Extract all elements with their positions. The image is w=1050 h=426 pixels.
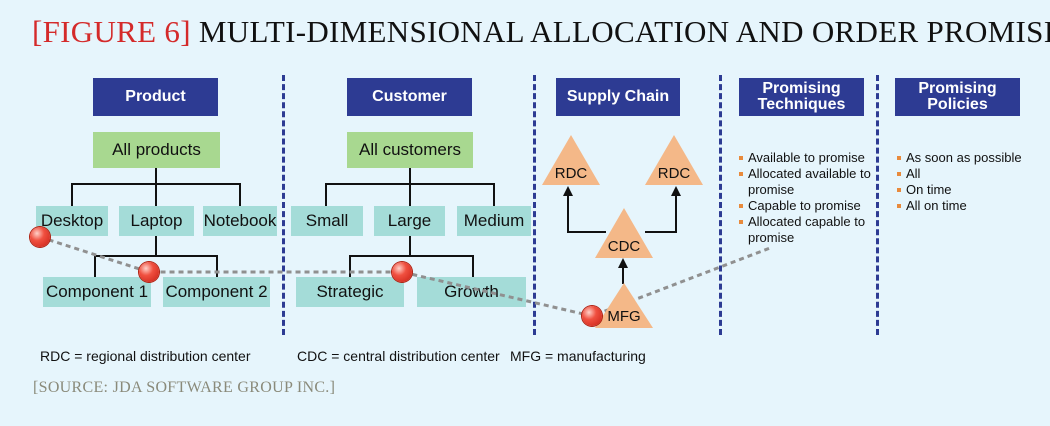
policies-list: As soon as possible All On time All on t… [897,150,1037,214]
tree-connector [71,183,73,206]
tree-connector [155,168,157,184]
policy-item: On time [897,182,1037,198]
arrow-cdc-to-rdc-right [645,186,681,233]
policy-item: All on time [897,198,1037,214]
source-credit: [SOURCE: JDA SOFTWARE GROUP INC.] [33,379,336,396]
node-growth: Growth [417,277,526,307]
node-desktop: Desktop [36,206,108,236]
header-promising-techniques: Promising Techniques [739,78,864,116]
node-small: Small [291,206,363,236]
node-strategic: Strategic [296,277,404,307]
arrow-cdc-to-rdc-left [563,186,606,233]
tree-connector [472,255,474,277]
allocation-path [39,235,771,318]
node-all-products: All products [93,132,220,168]
tree-connector [349,255,351,277]
tree-connector [239,183,241,206]
header-promising-policies: Promising Policies [895,78,1020,116]
node-large: Large [374,206,445,236]
technique-item: Available to promise [739,150,874,166]
tree-connector [493,183,495,206]
node-component-2: Component 2 [163,277,270,307]
node-all-customers: All customers [347,132,473,168]
tree-connector [94,255,96,277]
tree-connector [155,183,157,206]
tree-connector [94,255,218,257]
techniques-list: Available to promise Allocated available… [739,150,874,246]
column-divider [876,75,879,335]
node-component-1: Component 1 [43,277,151,307]
legend-rdc: RDC = regional distribution center [40,348,251,364]
header-supply-chain: Supply Chain [556,78,680,116]
header-customer: Customer [347,78,472,116]
figure-title-text: MULTI-DIMENSIONAL ALLOCATION AND ORDER P… [198,14,1050,49]
allocation-marker [30,227,50,247]
tree-connector [325,183,327,206]
technique-item: Allocated available to promise [739,166,874,198]
allocation-marker [582,306,602,326]
node-laptop: Laptop [119,206,194,236]
policy-item: All [897,166,1037,182]
technique-item: Capable to promise [739,198,874,214]
column-divider [533,75,536,335]
node-medium: Medium [457,206,531,236]
column-divider [282,75,285,335]
figure-title: [FIGURE 6] MULTI-DIMENSIONAL ALLOCATION … [32,14,1050,50]
legend-mfg: MFG = manufacturing [510,348,646,364]
tree-connector [409,168,411,184]
tree-connector [409,183,411,206]
tree-connector [409,236,411,256]
tree-connector [216,255,218,277]
tree-connector [349,255,474,257]
tree-connector [155,236,157,256]
node-notebook: Notebook [203,206,277,236]
policy-item: As soon as possible [897,150,1037,166]
figure-number: [FIGURE 6] [32,14,191,49]
column-divider [719,75,722,335]
allocation-marker [392,262,412,282]
allocation-marker [139,262,159,282]
legend-cdc: CDC = central distribution center [297,348,500,364]
technique-item: Allocated capable to promise [739,214,874,246]
header-product: Product [93,78,218,116]
